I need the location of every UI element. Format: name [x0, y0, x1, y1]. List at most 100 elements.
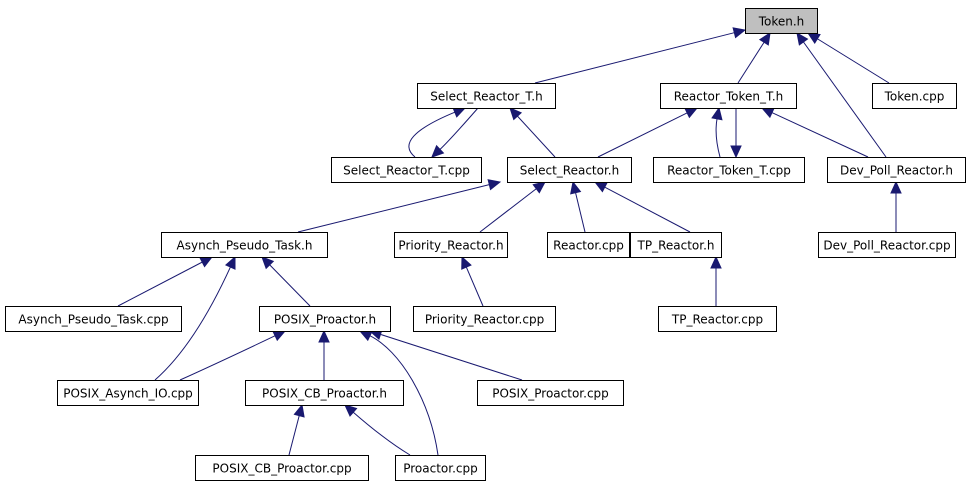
- arrowhead-icon: [570, 180, 582, 195]
- arrowhead-icon: [711, 106, 723, 121]
- node-box[interactable]: [5, 306, 182, 332]
- node-tp-reactor-h[interactable]: TP_Reactor.h: [630, 232, 722, 258]
- node-box[interactable]: [507, 157, 632, 183]
- node-label: POSIX_Proactor.h: [274, 313, 376, 327]
- edge-select_reactor_h-to-select_reactor_t_h: [509, 107, 556, 158]
- node-box[interactable]: [653, 157, 805, 183]
- node-tp-reactor-cpp[interactable]: TP_Reactor.cpp: [658, 306, 777, 332]
- node-box[interactable]: [827, 157, 966, 183]
- arrowhead-icon: [532, 181, 546, 194]
- node-select-reactor-h[interactable]: Select_Reactor.h: [507, 157, 632, 183]
- node-box[interactable]: [658, 306, 777, 332]
- node-label: Proactor.cpp: [403, 462, 478, 476]
- node-label: TP_Reactor.h: [637, 239, 715, 253]
- node-box[interactable]: [660, 83, 797, 109]
- node-reactor-token-t-h[interactable]: Reactor_Token_T.h: [660, 83, 797, 109]
- arrowhead-icon: [806, 32, 821, 44]
- node-box[interactable]: [413, 306, 556, 332]
- node-label: Reactor.cpp: [553, 239, 624, 253]
- arrowhead-icon: [358, 330, 373, 342]
- arrowhead-icon: [461, 255, 472, 270]
- edge-line: [154, 265, 232, 381]
- node-select-reactor-t-cpp[interactable]: Select_Reactor_T.cpp: [331, 157, 482, 183]
- node-priority-reactor-cpp[interactable]: Priority_Reactor.cpp: [413, 306, 556, 332]
- edge-line: [179, 334, 277, 381]
- node-asynch-pseudo-task-h[interactable]: Asynch_Pseudo_Task.h: [161, 232, 328, 258]
- arrowhead-icon: [732, 27, 747, 39]
- arrowhead-icon: [760, 107, 775, 119]
- edge-line: [268, 263, 311, 307]
- node-posix-asynch-io-cpp[interactable]: POSIX_Asynch_IO.cpp: [57, 380, 199, 406]
- edge-posix_asynch_io_cpp-to-posix_proactor_h: [179, 330, 287, 381]
- arrowhead-icon: [487, 179, 502, 191]
- node-box[interactable]: [195, 455, 369, 481]
- node-box[interactable]: [477, 380, 624, 406]
- node-box[interactable]: [872, 83, 957, 109]
- node-label: Select_Reactor.h: [520, 164, 619, 178]
- edge-priority_reactor_h-to-select_reactor_h: [479, 181, 546, 233]
- node-box[interactable]: [259, 306, 391, 332]
- edge-asynch_pseudo_task_h-to-select_reactor_h: [297, 179, 502, 233]
- edge-token_cpp-to-token_h: [806, 32, 890, 84]
- node-label: Priority_Reactor.cpp: [425, 313, 544, 327]
- node-posix-proactor-cpp[interactable]: POSIX_Proactor.cpp: [477, 380, 624, 406]
- node-box[interactable]: [630, 232, 722, 258]
- node-label: Asynch_Pseudo_Task.cpp: [18, 313, 168, 327]
- arrowhead-icon: [224, 255, 236, 270]
- node-label: Reactor_Token_T.h: [674, 90, 784, 104]
- edge-tp_reactor_h-to-select_reactor_h: [593, 181, 691, 233]
- node-box[interactable]: [161, 232, 328, 258]
- node-asynch-pseudo-task-cpp[interactable]: Asynch_Pseudo_Task.cpp: [5, 306, 182, 332]
- node-box[interactable]: [245, 380, 404, 406]
- node-reactor-token-t-cpp[interactable]: Reactor_Token_T.cpp: [653, 157, 805, 183]
- node-box[interactable]: [57, 380, 199, 406]
- edge-priority_reactor_cpp-to-priority_reactor_h: [461, 255, 484, 307]
- node-select-reactor-t-h[interactable]: Select_Reactor_T.h: [417, 83, 556, 109]
- arrowhead-icon: [593, 181, 608, 193]
- arrowhead-icon: [272, 330, 287, 342]
- node-box[interactable]: [394, 232, 508, 258]
- arrowhead-icon: [431, 144, 445, 158]
- node-box[interactable]: [331, 157, 482, 183]
- edge-posix_cb_proactor_h-to-posix_proactor_h: [318, 329, 330, 380]
- node-label: Select_Reactor_T.h: [430, 90, 542, 104]
- edge-line: [816, 37, 890, 84]
- node-posix-cb-proactor-h[interactable]: POSIX_CB_Proactor.h: [245, 380, 404, 406]
- arrowhead-icon: [261, 256, 275, 270]
- edge-line: [603, 186, 691, 233]
- edge-line: [597, 111, 689, 158]
- edge-posix_cb_proactor_cpp-to-posix_cb_proactor_h: [288, 403, 305, 456]
- node-box[interactable]: [818, 232, 956, 258]
- node-token-h[interactable]: Token.h: [745, 8, 818, 34]
- node-label: POSIX_Asynch_IO.cpp: [63, 387, 193, 401]
- edge-dev_poll_reactor_cpp-to-dev_poll_reactor_h: [890, 180, 902, 232]
- arrowhead-icon: [890, 180, 902, 194]
- node-box[interactable]: [395, 455, 486, 481]
- node-box[interactable]: [547, 232, 630, 258]
- node-box[interactable]: [745, 8, 818, 34]
- edge-line: [352, 411, 411, 456]
- node-dev-poll-reactor-h[interactable]: Dev_Poll_Reactor.h: [827, 157, 966, 183]
- node-reactor-cpp[interactable]: Reactor.cpp: [547, 232, 630, 258]
- edge-tp_reactor_cpp-to-tp_reactor_h: [710, 255, 722, 306]
- node-priority-reactor-h[interactable]: Priority_Reactor.h: [394, 232, 508, 258]
- node-posix-cb-proactor-cpp[interactable]: POSIX_CB_Proactor.cpp: [195, 455, 369, 481]
- edge-posix_proactor_h-to-asynch_pseudo_task_h: [261, 256, 311, 307]
- edge-reactor_cpp-to-select_reactor_h: [570, 180, 586, 233]
- edge-dev_poll_reactor_h-to-reactor_token_t_h: [760, 107, 869, 158]
- edge-reactor_token_t_cpp-to-reactor_token_t_h: [711, 106, 723, 158]
- edge-line: [297, 183, 491, 233]
- node-box[interactable]: [417, 83, 556, 109]
- edge-reactor_token_t_h-to-token_h: [737, 31, 771, 84]
- arrowhead-icon: [710, 255, 722, 269]
- node-token-cpp[interactable]: Token.cpp: [872, 83, 957, 109]
- node-dev-poll-reactor-cpp[interactable]: Dev_Poll_Reactor.cpp: [818, 232, 956, 258]
- edge-line: [408, 111, 456, 158]
- node-label: Token.cpp: [884, 90, 945, 104]
- edge-line: [379, 333, 523, 381]
- node-label: Asynch_Pseudo_Task.h: [177, 239, 313, 253]
- node-proactor-cpp[interactable]: Proactor.cpp: [395, 455, 486, 481]
- node-posix-proactor-h[interactable]: POSIX_Proactor.h: [259, 306, 391, 332]
